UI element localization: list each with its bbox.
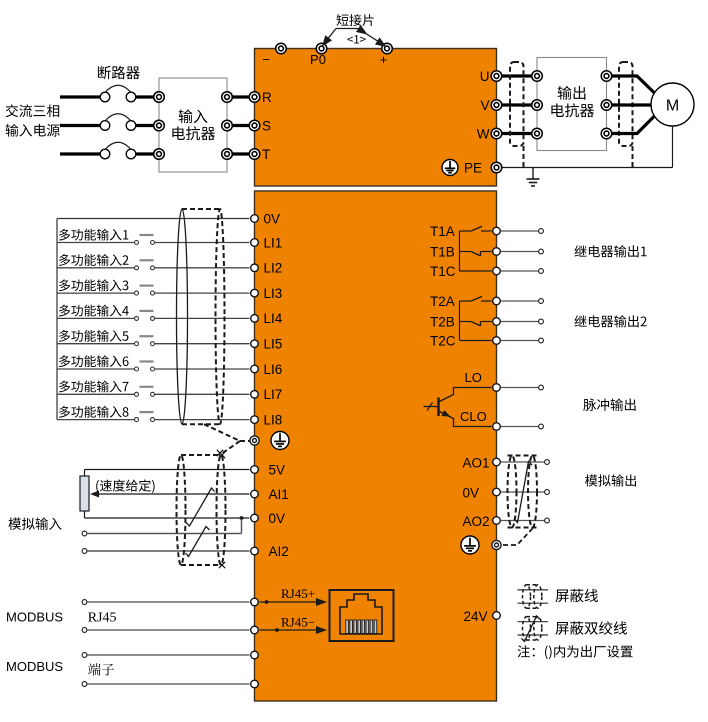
svg-text:T1B: T1B (430, 244, 455, 259)
svg-text:T1A: T1A (430, 224, 455, 239)
svg-text:LI1: LI1 (264, 235, 283, 250)
svg-text:P0: P0 (310, 52, 326, 67)
svg-text:MODBUS: MODBUS (6, 610, 63, 625)
svg-text:S: S (262, 118, 271, 133)
svg-text:U: U (480, 69, 490, 84)
svg-text:0V: 0V (463, 486, 480, 501)
svg-text:M: M (666, 98, 679, 115)
svg-text:0V: 0V (269, 511, 286, 526)
svg-text:−: − (262, 52, 270, 67)
svg-text:LO: LO (465, 370, 482, 385)
svg-text:W: W (477, 126, 490, 141)
svg-text:PE: PE (464, 160, 482, 175)
svg-text:LI6: LI6 (264, 362, 283, 377)
svg-text:AO2: AO2 (463, 514, 490, 529)
svg-text:V: V (480, 98, 489, 113)
svg-text:RJ45: RJ45 (88, 610, 117, 625)
svg-text:LI4: LI4 (264, 311, 283, 326)
svg-text:LI2: LI2 (264, 261, 283, 276)
svg-text:AO1: AO1 (463, 456, 490, 471)
svg-text:T2B: T2B (430, 314, 455, 329)
svg-text:T2C: T2C (430, 333, 456, 348)
svg-text:+: + (380, 52, 388, 67)
svg-text:LI3: LI3 (264, 286, 283, 301)
svg-text:T1C: T1C (430, 264, 456, 279)
svg-text:MODBUS: MODBUS (6, 659, 63, 674)
svg-text:AI1: AI1 (269, 487, 289, 502)
svg-text:T2A: T2A (430, 294, 455, 309)
svg-text:T: T (262, 147, 270, 162)
svg-text:LI5: LI5 (264, 337, 283, 352)
svg-text:0V: 0V (264, 211, 281, 226)
svg-text:LI7: LI7 (264, 387, 283, 402)
svg-text:LI8: LI8 (264, 412, 283, 427)
svg-text:CLO: CLO (460, 409, 487, 424)
svg-text:5V: 5V (269, 462, 286, 477)
svg-text:RJ45+: RJ45+ (281, 586, 315, 601)
svg-text:AI2: AI2 (269, 544, 289, 559)
svg-text:24V: 24V (464, 609, 488, 624)
svg-text:RJ45−: RJ45− (281, 615, 315, 630)
svg-text:R: R (262, 90, 272, 105)
